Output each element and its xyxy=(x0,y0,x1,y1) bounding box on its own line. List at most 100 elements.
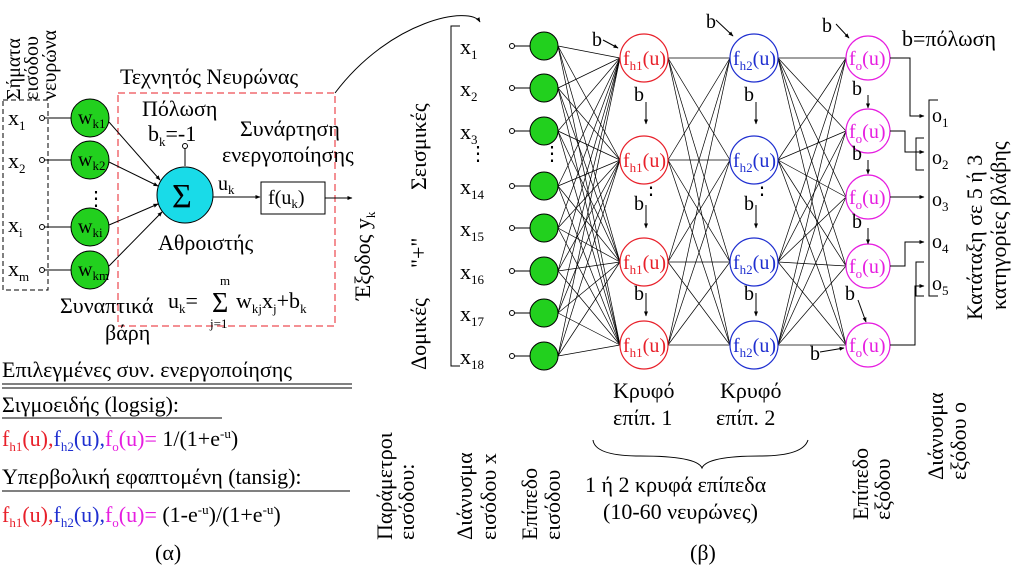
svg-text:fh1(u): fh1(u) xyxy=(623,48,666,73)
bias-b: b xyxy=(706,11,716,33)
caption-b: (β) xyxy=(690,540,716,565)
adder-label: Αθροιστής xyxy=(158,230,254,255)
svg-text:fh1(u): fh1(u) xyxy=(623,150,666,175)
svg-text:fh2(u): fh2(u) xyxy=(733,335,776,360)
output-layer-label-1: Επίπεδο xyxy=(848,448,873,520)
bias-b: b xyxy=(822,15,832,37)
output-o1: o1 xyxy=(932,105,949,130)
input-signals-box xyxy=(2,99,49,291)
bias-b: b xyxy=(852,143,862,165)
network-layers: x1x2x3x14x15x16x17x18⋮⋮⋮⋮fh1(u)fh2(u)fh1… xyxy=(460,11,891,372)
activation-functions: Επιλεγμένες συν. ενεργοποίησης Σιγμοειδή… xyxy=(2,357,352,530)
bias-b: b xyxy=(634,84,644,106)
output-o3: o3 xyxy=(932,189,949,214)
svg-text:fh1(u): fh1(u) xyxy=(623,335,666,360)
output-o2: o2 xyxy=(932,147,949,172)
bias-b: b xyxy=(592,29,602,51)
svg-text:fo(u): fo(u) xyxy=(849,187,886,212)
weight-node-k1 xyxy=(70,98,110,138)
svg-text:fh2(u): fh2(u) xyxy=(733,150,776,175)
input-xm: xm xyxy=(8,256,29,284)
tansig-formula: fh1(u),fh2(u),fo(u)= (1-e-u)/(1+e-u) xyxy=(2,502,281,530)
svg-text:j=1: j=1 xyxy=(209,316,227,331)
weight-node-km xyxy=(70,250,110,290)
input-vector-label-2: εισόδου x xyxy=(476,453,501,540)
svg-text:fo(u): fo(u) xyxy=(849,48,886,73)
bias-b: b xyxy=(810,343,820,365)
hidden2-neuron xyxy=(729,320,779,370)
hidden1-label-1: Κρυφό xyxy=(613,378,674,403)
hidden2-label-2: επίπ. 2 xyxy=(716,405,775,430)
layer-dots: ⋮ xyxy=(468,143,488,165)
input-feature-x2: x2 xyxy=(460,76,478,104)
svg-text:wki: wki xyxy=(78,216,103,240)
bias-b: b xyxy=(852,78,862,100)
weights-label-1: Συναπτικά xyxy=(60,293,154,318)
output-vector-label-2: εξόδου o xyxy=(946,402,971,480)
svg-text:m: m xyxy=(220,273,230,288)
svg-text:wk2: wk2 xyxy=(78,149,105,173)
output-vector-label-1: Διάνυσμα xyxy=(923,392,948,480)
structural-label: Δομικές xyxy=(406,298,431,370)
tansig-title: Υπερβολική εφαπτομένη (tansig): xyxy=(2,464,302,489)
caption-a: (α) xyxy=(155,540,181,565)
hidden1-neuron xyxy=(619,320,669,370)
activation-box xyxy=(260,181,326,215)
bias-value: bk=-1 xyxy=(148,121,196,149)
input-x2: x2 xyxy=(8,148,26,176)
input-feature-x15: x15 xyxy=(460,216,484,244)
hidden-brace xyxy=(592,439,809,470)
svg-text:fo(u): fo(u) xyxy=(849,335,886,360)
signals-label-2: εισόδου xyxy=(21,36,43,100)
bias-b: b xyxy=(634,283,644,305)
output-bracket xyxy=(928,99,938,297)
input-feature-x14: x14 xyxy=(460,174,485,202)
neuron-dots: ⋮ xyxy=(86,188,106,210)
sigmoid-title: Σιγμοειδής (logsig): xyxy=(2,392,179,417)
params-label-1: Παράμετροι xyxy=(372,432,397,540)
panel-b: Σεισμικές "+" Δομικές Παράμετροι εισόδου… xyxy=(372,11,1011,565)
artificial-neuron-box xyxy=(117,92,336,327)
bias-b: b xyxy=(744,283,754,305)
input-node xyxy=(529,213,559,243)
bias-note: b=πόλωση xyxy=(902,26,996,51)
input-layer-label-2: εισόδου xyxy=(540,470,565,540)
sigmoid-formula: fh1(u),fh2(u),fo(u)= 1/(1+e-u) xyxy=(2,426,238,454)
bias-b: b xyxy=(744,84,754,106)
activation-label-1: Συνάρτηση xyxy=(240,116,340,141)
input-layer-label-1: Επίπεδο xyxy=(517,468,542,540)
signals-label-1: Σήματα xyxy=(3,38,25,100)
input-feature-x3: x3 xyxy=(460,119,478,147)
input-feature-x1: x1 xyxy=(460,34,478,62)
svg-text:fh2(u): fh2(u) xyxy=(733,252,776,277)
hidden2-neuron xyxy=(729,237,779,287)
bias-b: b xyxy=(852,211,862,233)
input-xi: xi xyxy=(8,212,23,240)
panel-a: Σήματα εισόδου νευρώνα x1 wk1 x2 wk2 ⋮ x… xyxy=(2,15,481,565)
sum-symbol: Σ xyxy=(172,178,192,215)
input-feature-x16: x16 xyxy=(460,259,485,287)
signals-label-3: νευρώνα xyxy=(39,29,61,100)
input-node xyxy=(529,298,559,328)
input-node xyxy=(529,341,559,371)
link-arrow xyxy=(334,15,481,94)
input-node xyxy=(529,256,559,286)
hidden1-neuron xyxy=(619,135,669,185)
output-layer-label-2: εξόδου xyxy=(870,458,895,520)
hidden2-neuron xyxy=(729,33,779,83)
weights-label-2: βάρη xyxy=(105,320,150,345)
svg-text:fh1(u): fh1(u) xyxy=(623,252,666,277)
hidden1-neuron xyxy=(619,33,669,83)
output-label: Έξοδος yk xyxy=(350,211,378,301)
input-feature-x18: x18 xyxy=(460,344,484,372)
plus-label: "+" xyxy=(406,238,431,268)
bias-b: b xyxy=(634,193,644,215)
svg-text:fo(u): fo(u) xyxy=(849,121,886,146)
svg-text:fh2(u): fh2(u) xyxy=(733,48,776,73)
svg-text:wkm: wkm xyxy=(78,259,109,283)
layer-dots: ⋮ xyxy=(542,143,562,165)
input-x1: x1 xyxy=(8,105,26,133)
neuron-title: Τεχνητός Νευρώνας xyxy=(120,64,298,89)
activations-title: Επιλεγμένες συν. ενεργοποίησης xyxy=(2,357,292,382)
